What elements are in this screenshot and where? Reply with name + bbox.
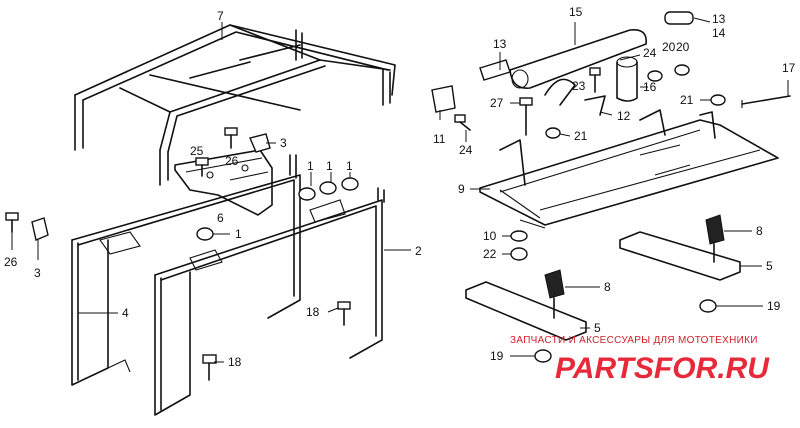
mount-8-right [705,214,725,263]
nut-20-a [647,70,663,82]
label-19-left: 19 [490,349,504,363]
frame-pipe-left [71,154,301,386]
label-20-a: 20 [662,40,676,54]
base-frame-9 [479,109,779,229]
nut-21-b [710,94,726,106]
label-26-upper: 26 [225,154,239,168]
leader-lines [11,17,789,363]
label-13-top: 13 [712,12,726,26]
nut-20-b [674,64,690,76]
label-11: 11 [433,132,446,146]
carry-frame [74,24,396,186]
label-5-right: 5 [766,259,773,273]
label-15: 15 [569,5,583,19]
label-12: 12 [617,109,631,123]
clamp-13-left [479,59,511,81]
bracket-5-right [619,231,741,281]
clamp-13-top [664,11,694,25]
washer-10 [510,230,528,242]
nut-21-a [545,127,561,139]
label-18-b: 18 [228,355,242,369]
label-21-a: 21 [574,129,588,143]
label-3-upper: 3 [280,136,287,150]
label-16: 16 [643,80,657,94]
bolt-24-upper [589,67,601,93]
clip-12 [584,95,606,116]
label-7: 7 [217,9,224,23]
nut-19-left [534,349,552,363]
label-24-lower: 24 [459,143,473,157]
label-5-left: 5 [594,321,601,335]
label-14: 14 [712,26,726,40]
label-26-left: 26 [4,255,18,269]
label-22: 22 [483,247,497,261]
label-10: 10 [483,229,497,243]
exhaust-pipe-15 [509,28,647,89]
bracket-6 [174,149,273,216]
clip-3-upper [249,133,271,153]
label-9: 9 [458,182,465,196]
bolt-24-lower [454,114,471,131]
watermark-logo: PARTSFOR.RU [555,352,770,385]
label-21-b: 21 [680,93,694,107]
watermark-caption: ЗАПЧАСТИ И АКСЕССУАРЫ ДЛЯ МОТОТЕХНИКИ [510,335,758,346]
bolt-17 [741,95,791,108]
label-27: 27 [490,96,504,110]
frame-pipe-right [154,187,385,416]
label-17: 17 [782,61,796,75]
clip-11 [431,85,456,113]
label-24-upper: 24 [643,46,657,60]
nut-19-right [699,299,717,313]
label-3-left: 3 [34,266,41,280]
label-8-right: 8 [756,224,763,238]
grommet-1-a [298,187,316,201]
bolt-26-left [5,212,19,233]
grommet-1-b [319,181,337,195]
mount-8-left [544,269,565,319]
label-23: 23 [572,79,586,93]
bracket-5-left [465,281,587,341]
sleeve-16 [616,56,638,102]
grommet-1-d [196,227,214,241]
label-1-d: 1 [235,227,242,241]
bolt-27 [519,97,533,136]
label-1-a: 1 [307,159,314,173]
clip-3-left [31,217,49,241]
label-4: 4 [122,306,129,320]
label-13-left: 13 [493,37,507,51]
label-2: 2 [415,244,422,258]
nut-22 [510,247,528,261]
bolt-26-upper [224,127,238,149]
label-19-right: 19 [767,299,781,313]
bolt-25 [195,157,209,177]
grommet-1-c [341,177,359,191]
label-18-a: 18 [306,305,320,319]
label-20-b: 20 [676,40,690,54]
bolt-18-a [337,301,351,326]
hanger-23 [544,78,576,106]
label-6: 6 [217,211,224,225]
label-1-c: 1 [346,159,353,173]
bolt-18-b [202,354,217,381]
callout-labels: 7 3 25 26 1 1 1 6 1 2 26 3 4 18 18 15 13… [4,5,796,369]
label-1-b: 1 [326,159,333,173]
label-25: 25 [190,144,204,158]
watermark: ЗАПЧАСТИ И АКСЕССУАРЫ ДЛЯ МОТОТЕХНИКИ PA… [510,335,770,385]
label-8-left: 8 [604,280,611,294]
